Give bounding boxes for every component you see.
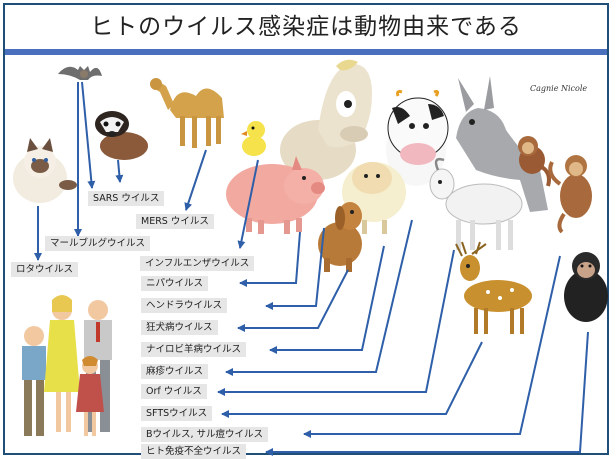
virus-label-influenza: インフルエンザウイルス <box>140 256 255 271</box>
human-family-icon <box>22 295 112 436</box>
virus-label-hendra: ヘンドラウイルス <box>141 298 228 313</box>
arrow-horse-hendra <box>265 227 325 310</box>
bat-icon <box>58 66 102 80</box>
virus-label-measles: 麻疹ウイルス <box>141 364 209 379</box>
virus-label-nipah: ニパウイルス <box>141 276 209 291</box>
arrow-chimp-hiv <box>265 331 589 456</box>
diagram-frame <box>3 3 609 455</box>
arrow-chick-influenza <box>237 159 259 249</box>
arrow-cow-measles <box>225 219 413 376</box>
monkey-icon <box>548 155 592 234</box>
arrow-goat-orf <box>217 249 455 396</box>
virus-label-rota: ロタウイルス <box>11 262 79 277</box>
monkey-icon <box>518 136 551 187</box>
horse-icon <box>280 59 372 180</box>
chimpanzee-icon <box>564 252 608 322</box>
arrow-sheep-nairobi <box>269 245 385 354</box>
pig-icon <box>226 156 325 234</box>
artist-signature: Cagnie Nicole <box>530 84 588 93</box>
virus-label-nairobi: ナイロビ羊病ウイルス <box>141 342 247 357</box>
arrow-dog-rabies <box>237 269 349 332</box>
arrow-civet-sars <box>115 159 124 183</box>
virus-label-mers: MERS ウイルス <box>136 214 214 229</box>
goat-icon <box>429 157 523 250</box>
camel-icon <box>150 78 224 148</box>
virus-label-bvirus: Bウイルス, サル痘ウイルス <box>141 427 269 442</box>
cow-icon <box>386 90 449 186</box>
arrow-deer-sfts <box>221 341 483 418</box>
arrow-camel-mers <box>184 149 207 211</box>
virus-label-marburg: マールブルグウイルス <box>45 236 151 251</box>
civet-icon <box>95 111 148 160</box>
virus-label-orf: Orf ウイルス <box>141 384 207 399</box>
title-bar: ヒトのウイルス感染症は動物由来である <box>5 5 607 49</box>
deer-icon <box>455 241 532 334</box>
virus-label-sars: SARS ウイルス <box>88 191 165 206</box>
arrow-pig-nipah <box>239 231 301 287</box>
virus-label-rabies: 狂犬病ウイルス <box>141 320 218 335</box>
donkey-icon <box>456 76 548 212</box>
cat-icon <box>13 138 77 203</box>
page-title: ヒトのウイルス感染症は動物由来である <box>90 14 522 40</box>
virus-label-hiv: ヒト免疫不全ウイルス <box>141 444 247 459</box>
arrow-bat-sars <box>81 81 96 189</box>
chick-icon <box>241 121 266 156</box>
virus-label-sfts: SFTSウイルス <box>141 406 213 421</box>
arrow-monkey-bvirus <box>303 255 561 438</box>
title-underline <box>5 49 607 55</box>
dog-icon <box>318 202 362 272</box>
